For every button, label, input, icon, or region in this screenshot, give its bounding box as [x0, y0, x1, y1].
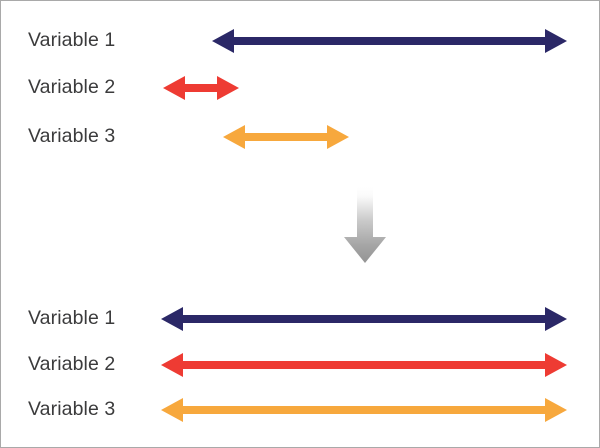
down-arrow-icon: [344, 187, 386, 263]
bottom-variable-2-label: Variable 2: [28, 353, 115, 375]
bottom-variable-3-label: Variable 3: [28, 398, 115, 420]
top-variable-3-arrow: [223, 125, 349, 149]
bottom-variable-2-arrow: [161, 353, 567, 377]
top-variable-1-label: Variable 1: [28, 29, 115, 51]
after-ranges-group: Variable 1 Variable 2 Variable 3: [28, 307, 567, 422]
top-variable-2-label: Variable 2: [28, 76, 115, 98]
transformation-arrow-group: [344, 187, 386, 263]
bottom-variable-1-label: Variable 1: [28, 307, 115, 329]
top-variable-1-arrow: [212, 29, 567, 53]
bottom-variable-1-arrow: [161, 307, 567, 331]
top-variable-3-label: Variable 3: [28, 125, 115, 147]
top-variable-2-arrow: [163, 76, 239, 100]
before-ranges-group: Variable 1 Variable 2 Variable 3: [28, 29, 567, 149]
bottom-variable-3-arrow: [161, 398, 567, 422]
